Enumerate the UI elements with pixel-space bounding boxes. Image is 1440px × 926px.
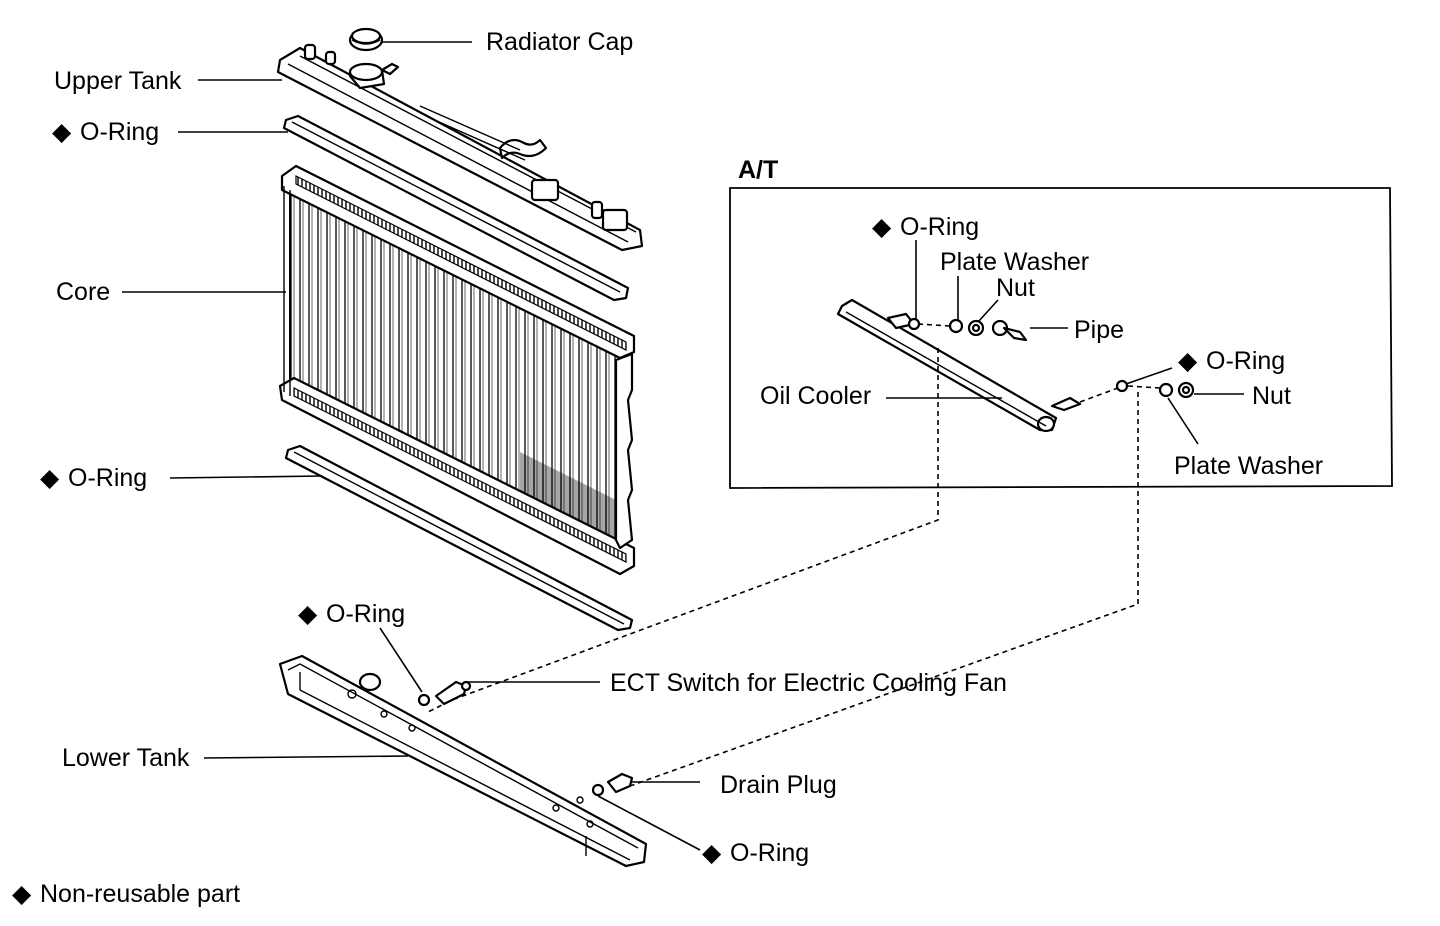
label-core: Core bbox=[56, 278, 110, 306]
bullet-ect-o-ring: ◆ bbox=[298, 600, 318, 628]
label-lower-o-ring: O-Ring bbox=[68, 464, 147, 492]
dashed-guide-right bbox=[629, 392, 1139, 787]
label-radiator-cap: Radiator Cap bbox=[486, 28, 633, 56]
lower-o-ring bbox=[284, 444, 634, 632]
label-ect-switch: ECT Switch for Electric Cooling Fan bbox=[610, 669, 1007, 697]
at-panel bbox=[729, 187, 1393, 489]
radiator-core bbox=[278, 164, 636, 576]
label-at-nut-right: Nut bbox=[1252, 382, 1291, 410]
label-at-plate-washer-bottom: Plate Washer bbox=[1174, 452, 1323, 480]
label-at-plate-washer-top: Plate Washer bbox=[940, 248, 1089, 276]
bullet-at-o-ring-left: ◆ bbox=[872, 213, 892, 241]
label-drain-plug: Drain Plug bbox=[720, 771, 837, 799]
radiator-cap bbox=[348, 27, 384, 52]
legend-bullet: ◆ bbox=[12, 880, 32, 908]
lower-tank bbox=[278, 654, 648, 868]
label-ect-o-ring: O-Ring bbox=[326, 600, 405, 628]
label-at-oil-cooler: Oil Cooler bbox=[760, 382, 871, 410]
upper-tank bbox=[276, 43, 644, 252]
label-at-o-ring-right: O-Ring bbox=[1206, 347, 1285, 375]
bullet-drain-o-ring: ◆ bbox=[702, 839, 722, 867]
label-at-pipe: Pipe bbox=[1074, 316, 1124, 344]
ect-switch-part bbox=[417, 680, 472, 707]
label-at-o-ring-left: O-Ring bbox=[900, 213, 979, 241]
upper-o-ring bbox=[282, 114, 630, 302]
label-upper-tank: Upper Tank bbox=[54, 67, 182, 95]
label-at-nut-top: Nut bbox=[996, 274, 1035, 302]
label-upper-o-ring: O-Ring bbox=[80, 118, 159, 146]
label-drain-o-ring: O-Ring bbox=[730, 839, 809, 867]
dashed-guide-left bbox=[427, 348, 939, 713]
bullet-lower-o-ring: ◆ bbox=[40, 464, 60, 492]
at-panel-title: A/T bbox=[738, 156, 778, 184]
bullet-upper-o-ring: ◆ bbox=[52, 118, 72, 146]
label-lower-tank: Lower Tank bbox=[62, 744, 190, 772]
drain-plug-part bbox=[591, 772, 634, 797]
bullet-at-o-ring-right: ◆ bbox=[1178, 347, 1198, 375]
legend-text: Non-reusable part bbox=[40, 880, 240, 908]
